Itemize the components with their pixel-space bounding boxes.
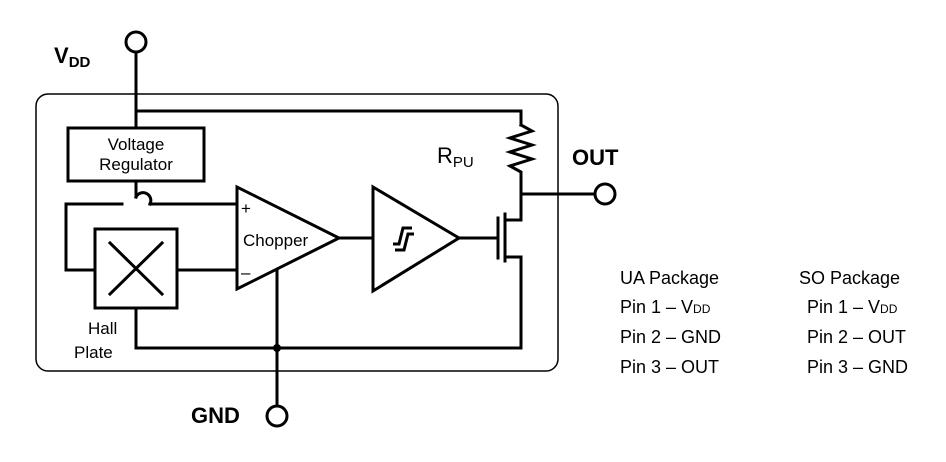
gnd-pin-terminal (265, 404, 289, 428)
hall-label-line1: Hall (88, 319, 117, 338)
resistor-label: RPU (437, 143, 474, 171)
ua-pin2: Pin 2 – GND (620, 327, 721, 347)
regulator-label-line1: Voltage (108, 135, 165, 154)
vdd-top-rail (134, 109, 523, 127)
chopper-amplifier (235, 184, 343, 292)
plus-sign: + (241, 199, 251, 218)
ua-package-title: UA Package (620, 268, 719, 288)
so-pin1: Pin 1 – VDD (807, 297, 898, 317)
so-pin2: Pin 2 – OUT (807, 327, 906, 347)
ua-pin3: Pin 3 – OUT (620, 357, 719, 377)
package-outline (35, 93, 559, 372)
so-package-list: SO Package Pin 1 – VDD Pin 2 – OUT Pin 3… (799, 268, 908, 377)
chopper-label: Chopper (243, 231, 309, 250)
ua-package-list: UA Package Pin 1 – VDD Pin 2 – GND Pin 3… (620, 268, 721, 377)
hall-cross-line-2 (107, 240, 165, 297)
out-pin-terminal (593, 182, 617, 206)
wire-hop (133, 191, 153, 207)
so-package-title: SO Package (799, 268, 900, 288)
hall-label-line2: Plate (74, 343, 113, 362)
so-pin3: Pin 3 – GND (807, 357, 908, 377)
out-label: OUT (572, 145, 619, 170)
ua-pin1: Pin 1 – VDD (620, 297, 711, 317)
hysteresis-icon (393, 226, 414, 252)
pull-up-resistor (505, 122, 537, 196)
vdd-pin-terminal (124, 30, 148, 54)
ground-junction-dot (273, 344, 281, 352)
regulator-label-line2: Regulator (99, 155, 173, 174)
vdd-label: VDD (54, 43, 91, 71)
hall-left-feedback (64, 202, 124, 272)
gnd-label: GND (191, 403, 240, 428)
voltage-regulator-block (66, 126, 206, 183)
ground-rail (134, 255, 523, 350)
minus-sign: – (241, 263, 251, 282)
schmitt-trigger (371, 184, 462, 294)
